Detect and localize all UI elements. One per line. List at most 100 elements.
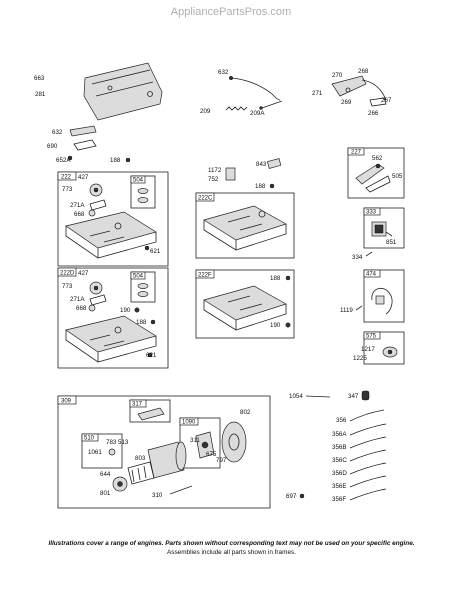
label-356B: 356B: [332, 444, 346, 451]
leader-1119: [355, 305, 363, 311]
label-209A: 209A: [250, 110, 265, 117]
link-part[interactable]: [259, 100, 283, 110]
frame-label-510: 510: [84, 436, 95, 442]
screw-188-icon: [125, 157, 131, 163]
footer-disclaimer: Illustrations cover a range of engines. …: [48, 540, 415, 547]
label-271: 271: [312, 90, 323, 97]
starter-end-cap[interactable]: [221, 421, 247, 463]
frame-label-222D: 222D: [60, 271, 75, 277]
frame-222[interactable]: 222: [57, 171, 169, 267]
frame-label-309: 309: [61, 399, 72, 405]
frame-510[interactable]: 510: [81, 433, 123, 469]
clip-334[interactable]: [365, 251, 373, 257]
frame-label-222: 222: [61, 175, 72, 181]
label-188b: 188: [255, 183, 266, 190]
label-190a: 190: [120, 307, 131, 314]
frame-label-504a: 504: [133, 178, 144, 184]
label-802: 802: [240, 409, 251, 416]
frame-label-317: 317: [132, 402, 143, 408]
label-188d: 188: [270, 275, 281, 282]
label-356D: 356D: [332, 470, 347, 477]
label-190b: 190: [270, 322, 281, 329]
wire-356D[interactable]: [349, 462, 387, 475]
frame-317[interactable]: 317: [129, 399, 171, 423]
label-851: 851: [386, 239, 397, 246]
frame-label-1090: 1090: [182, 420, 196, 426]
label-1225: 1225: [353, 355, 367, 362]
frame-575[interactable]: 575: [363, 331, 405, 365]
label-356E: 356E: [332, 483, 346, 490]
label-347: 347: [348, 393, 359, 400]
frame-label-575: 575: [366, 334, 377, 340]
armature-part[interactable]: [127, 461, 155, 485]
screw-697-icon: [299, 493, 305, 499]
label-803: 803: [135, 455, 146, 462]
wire-356C[interactable]: [349, 449, 387, 462]
throttle-control-part[interactable]: [331, 75, 387, 107]
label-621a: 621: [150, 248, 161, 255]
wire-356B[interactable]: [349, 436, 387, 449]
frame-label-333: 333: [366, 210, 377, 216]
spacer-752[interactable]: [225, 167, 236, 181]
label-773a: 773: [62, 186, 73, 193]
frame-label-474: 474: [366, 272, 377, 278]
label-1054: 1054: [289, 393, 303, 400]
label-675: 675: [206, 451, 217, 458]
label-188a: 188: [110, 157, 121, 164]
label-427a: 427: [78, 174, 89, 181]
frame-222c[interactable]: 222C: [195, 192, 295, 259]
label-797: 797: [216, 457, 227, 464]
frame-222d[interactable]: 222D: [57, 267, 169, 369]
label-356C: 356C: [332, 457, 347, 464]
wire-356A[interactable]: [349, 423, 387, 436]
frame-label-222C: 222C: [198, 196, 213, 202]
frame-227[interactable]: 227: [347, 147, 405, 199]
screw-188b-icon: [269, 183, 275, 189]
rod-1054[interactable]: [305, 395, 331, 398]
watermark-text: AppliancePartsPros.com: [171, 6, 291, 18]
label-562: 562: [372, 155, 383, 162]
frame-474[interactable]: 474: [363, 269, 405, 323]
nut-347[interactable]: [361, 390, 370, 401]
label-773b: 773: [62, 283, 73, 290]
label-801: 801: [100, 490, 111, 497]
cover-bracket-part[interactable]: [83, 62, 163, 121]
label-311: 311: [190, 437, 200, 444]
spring-part[interactable]: [225, 106, 248, 111]
label-188c: 188: [136, 319, 147, 326]
wire-356[interactable]: [349, 409, 385, 422]
label-652A: 652A: [56, 157, 71, 164]
frame-label-504b: 504: [133, 274, 144, 280]
governor-lever-part[interactable]: [67, 125, 97, 161]
label-632: 632: [218, 69, 229, 76]
drive-gear-part[interactable]: [112, 476, 128, 492]
label-1217: 1217: [361, 346, 375, 353]
frame-222f[interactable]: 222F: [195, 269, 295, 339]
starter-motor-housing[interactable]: [147, 441, 187, 479]
frame-504b[interactable]: 504: [130, 271, 156, 303]
cable-part[interactable]: [228, 75, 281, 101]
wire-356E[interactable]: [349, 475, 387, 488]
frame-label-227: 227: [351, 150, 362, 156]
frame-333[interactable]: 333: [363, 207, 405, 249]
frame-504a[interactable]: 504: [130, 175, 156, 209]
label-266: 266: [368, 110, 379, 117]
label-271Aa: 271A: [70, 202, 85, 209]
small-bracket-843[interactable]: [266, 158, 282, 169]
wire-356F[interactable]: [349, 488, 387, 501]
frame-309[interactable]: 309: [57, 395, 271, 509]
label-632b: 632: [52, 129, 63, 136]
label-1061: 1061: [88, 449, 102, 456]
thru-bolt-310[interactable]: [169, 485, 193, 495]
label-268: 268: [358, 68, 369, 75]
footer-assembly-note: Assemblies include all parts shown in fr…: [167, 549, 296, 556]
label-697: 697: [286, 493, 297, 500]
label-209: 209: [200, 108, 211, 115]
label-334: 334: [352, 254, 363, 261]
label-505: 505: [392, 173, 403, 180]
label-269: 269: [341, 99, 352, 106]
label-1172: 1172: [208, 167, 222, 174]
frame-label-222F: 222F: [198, 273, 212, 279]
label-310: 310: [152, 492, 163, 499]
